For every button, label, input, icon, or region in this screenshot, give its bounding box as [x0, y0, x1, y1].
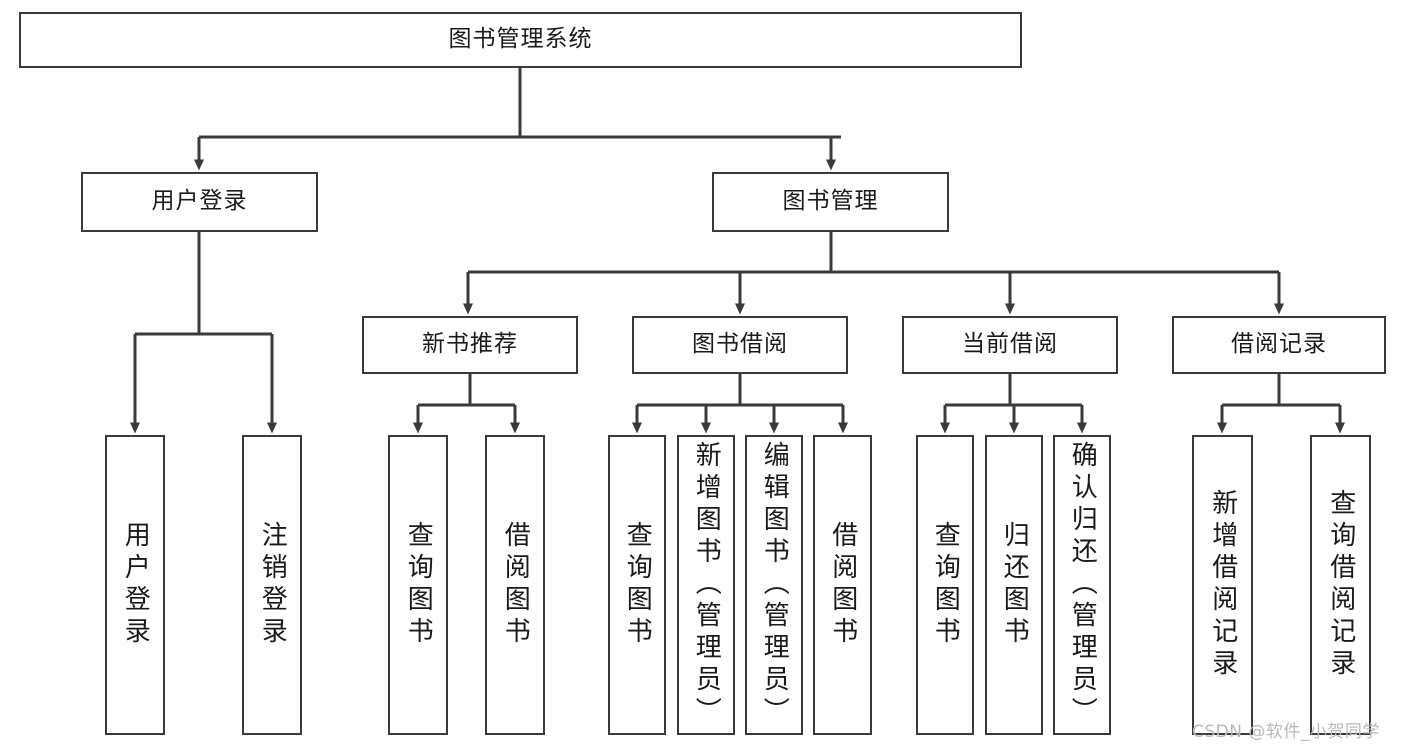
node-leaf-user-login-label: 用户登录: [120, 521, 151, 649]
node-leaf-query-borrow-record[interactable]: 查询借阅记录: [1310, 435, 1371, 735]
node-leaf-query-book-2[interactable]: 查询图书: [608, 435, 666, 735]
node-leaf-query-book-1-label: 查询图书: [403, 521, 434, 649]
node-root[interactable]: 图书管理系统: [19, 12, 1022, 68]
node-leaf-confirm-return-admin-label: 确认归还（管理员）: [1067, 441, 1098, 729]
node-leaf-edit-book-admin-label: 编辑图书（管理员）: [759, 441, 790, 729]
node-current-borrow[interactable]: 当前借阅: [902, 316, 1118, 374]
node-leaf-add-borrow-record-label: 新增借阅记录: [1207, 489, 1238, 681]
node-book-manage[interactable]: 图书管理: [712, 172, 949, 232]
node-leaf-borrow-book-1[interactable]: 借阅图书: [485, 435, 545, 735]
node-leaf-user-login[interactable]: 用户登录: [105, 435, 165, 735]
node-user-login[interactable]: 用户登录: [81, 172, 318, 232]
node-book-borrow[interactable]: 图书借阅: [632, 316, 848, 374]
node-root-label: 图书管理系统: [448, 26, 593, 53]
node-book-manage-label: 图书管理: [782, 188, 879, 215]
node-leaf-add-book-admin-label: 新增图书（管理员）: [691, 441, 722, 729]
node-new-book-recommend[interactable]: 新书推荐: [362, 316, 578, 374]
node-leaf-add-borrow-record[interactable]: 新增借阅记录: [1192, 435, 1253, 735]
node-leaf-borrow-book-2[interactable]: 借阅图书: [813, 435, 872, 735]
node-leaf-return-book-label: 归还图书: [999, 521, 1030, 649]
node-leaf-borrow-book-2-label: 借阅图书: [827, 521, 858, 649]
node-current-borrow-label: 当前借阅: [962, 331, 1058, 358]
node-leaf-user-logout-label: 注销登录: [257, 521, 288, 649]
node-leaf-edit-book-admin[interactable]: 编辑图书（管理员）: [745, 435, 803, 735]
node-leaf-query-book-3[interactable]: 查询图书: [916, 435, 974, 735]
node-book-borrow-label: 图书借阅: [692, 331, 788, 358]
node-leaf-add-book-admin[interactable]: 新增图书（管理员）: [677, 435, 735, 735]
node-new-book-recommend-label: 新书推荐: [422, 331, 518, 358]
node-borrow-record-label: 借阅记录: [1231, 331, 1327, 358]
node-leaf-return-book[interactable]: 归还图书: [985, 435, 1043, 735]
node-leaf-query-borrow-record-label: 查询借阅记录: [1325, 489, 1356, 681]
watermark: CSDN @软件_小贺同学: [1192, 722, 1380, 742]
node-leaf-user-logout[interactable]: 注销登录: [242, 435, 302, 735]
node-leaf-query-book-1[interactable]: 查询图书: [388, 435, 448, 735]
node-leaf-borrow-book-1-label: 借阅图书: [500, 521, 531, 649]
node-leaf-query-book-2-label: 查询图书: [622, 521, 653, 649]
node-borrow-record[interactable]: 借阅记录: [1172, 316, 1386, 374]
node-leaf-query-book-3-label: 查询图书: [930, 521, 961, 649]
node-leaf-confirm-return-admin[interactable]: 确认归还（管理员）: [1053, 435, 1111, 735]
node-user-login-label: 用户登录: [151, 188, 248, 215]
